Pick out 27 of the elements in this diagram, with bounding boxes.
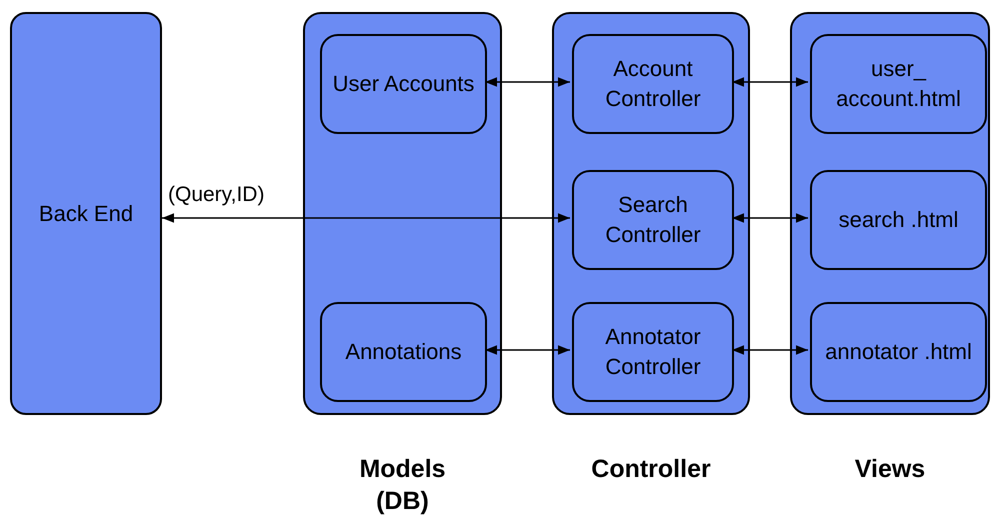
component-box xyxy=(572,302,734,402)
box-label: Search Controller xyxy=(604,191,702,249)
component-box xyxy=(320,34,487,134)
double-arrow xyxy=(732,213,808,223)
box-label: Back End xyxy=(38,200,134,228)
column-heading: Controller xyxy=(591,454,711,485)
column-heading: Views xyxy=(854,454,926,485)
component-box xyxy=(572,170,734,270)
component-box xyxy=(810,170,987,270)
component-box xyxy=(810,302,987,402)
box-label: Annotator Controller xyxy=(604,323,702,381)
component-box xyxy=(320,302,487,402)
double-arrow xyxy=(485,345,570,355)
column-heading: Models (DB) xyxy=(358,454,447,517)
box-label: Annotations xyxy=(345,338,462,366)
double-arrow xyxy=(732,77,808,87)
box-label: search .html xyxy=(838,206,958,234)
box-label: User Accounts xyxy=(332,70,474,98)
box-label: annotator .html xyxy=(825,338,972,366)
double-arrow xyxy=(485,77,570,87)
double-arrow xyxy=(162,213,570,223)
box-label: Account Controller xyxy=(604,55,702,113)
double-arrow xyxy=(732,345,808,355)
backend-box xyxy=(10,12,162,415)
box-label: user_ account.html xyxy=(835,55,962,113)
component-box xyxy=(810,34,987,134)
component-box xyxy=(572,34,734,134)
